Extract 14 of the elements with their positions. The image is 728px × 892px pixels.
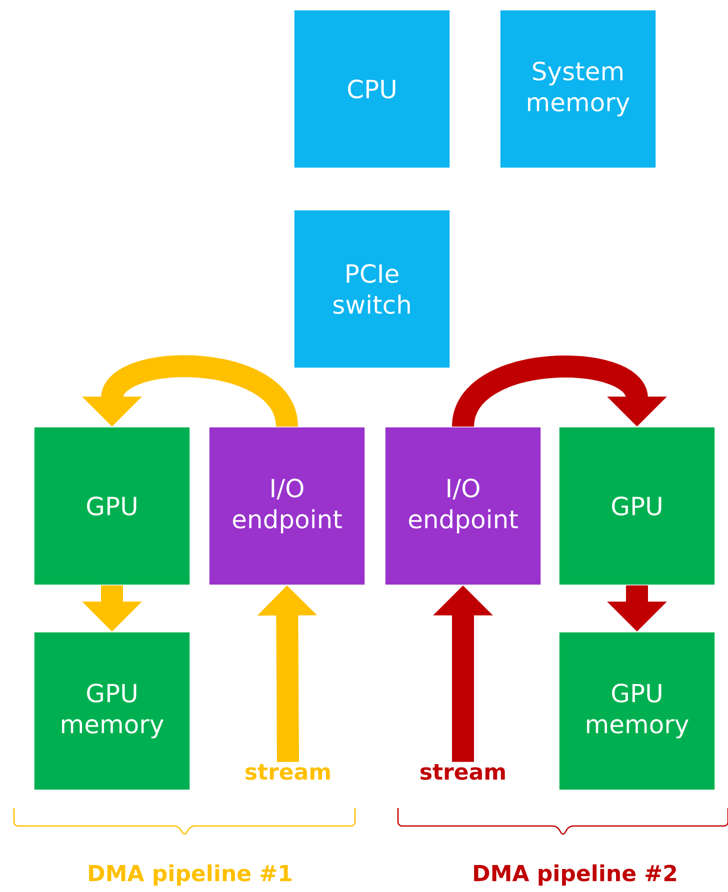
process-box: GPU [558, 426, 716, 586]
process-box: I/O endpoint [208, 426, 366, 586]
stream-label: stream [246, 764, 330, 780]
pipeline-label: DMA pipeline #1 [89, 864, 292, 886]
stream-label: stream [420, 764, 505, 780]
process-box: GPU [34, 426, 190, 586]
arrow [452, 356, 667, 429]
process-box: CPU [294, 10, 450, 168]
pipeline-label: DMA pipeline #2 [474, 864, 676, 886]
process-box: GPU memory [558, 632, 716, 790]
process-box: I/O endpoint [384, 426, 542, 586]
process-box: System memory [500, 10, 656, 168]
process-box: GPU memory [34, 632, 190, 790]
process-box: PCIe switch [294, 210, 450, 368]
